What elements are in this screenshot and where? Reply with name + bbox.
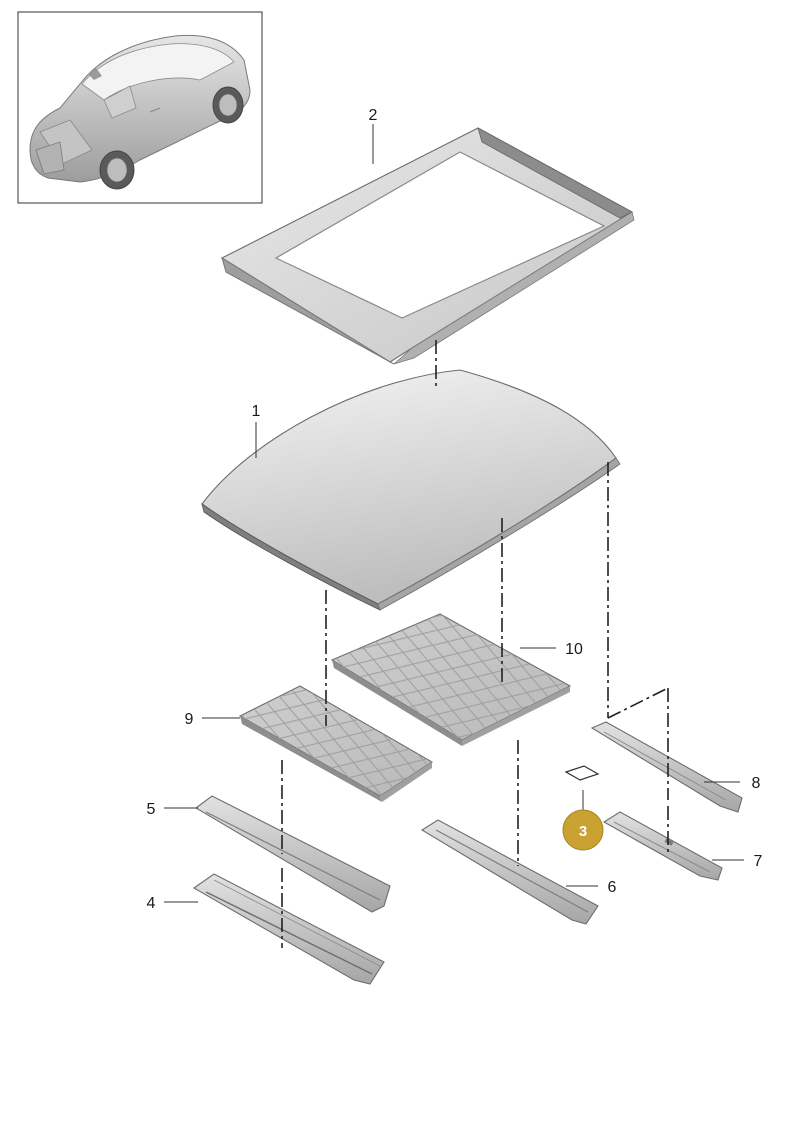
callout-labels: 2 1 10 9 8 7 6 5 4 <box>147 107 763 912</box>
callout-7: 7 <box>754 853 763 870</box>
callout-8: 8 <box>752 775 761 792</box>
callout-6: 6 <box>608 879 617 896</box>
assembly-lines <box>281 340 669 948</box>
callout-5: 5 <box>147 801 156 818</box>
callout-2: 2 <box>369 107 378 124</box>
roof-bow-rear-upper-part <box>590 721 743 813</box>
callout-10: 10 <box>565 641 583 658</box>
callout-4: 4 <box>147 895 156 912</box>
callout-9: 9 <box>185 711 194 728</box>
vehicle-thumbnail <box>17 11 263 204</box>
insulation-mat-small-part <box>238 685 434 802</box>
leader-lines <box>164 124 744 903</box>
roof-frame-part <box>220 127 635 365</box>
roof-bow-front-lower-part <box>192 873 385 985</box>
roof-bow-middle-part <box>420 819 599 925</box>
highlight-badge-label: 3 <box>579 823 587 840</box>
insulation-mat-large-part <box>330 613 572 746</box>
highlight-badge[interactable]: 3 <box>562 809 604 851</box>
car-silhouette <box>29 34 251 190</box>
gasket-part <box>564 765 600 781</box>
roof-panel-part <box>201 369 621 611</box>
roof-bow-rear-lower-part <box>602 811 723 881</box>
callout-1: 1 <box>252 403 261 420</box>
roof-bow-front-upper-part <box>195 795 391 913</box>
